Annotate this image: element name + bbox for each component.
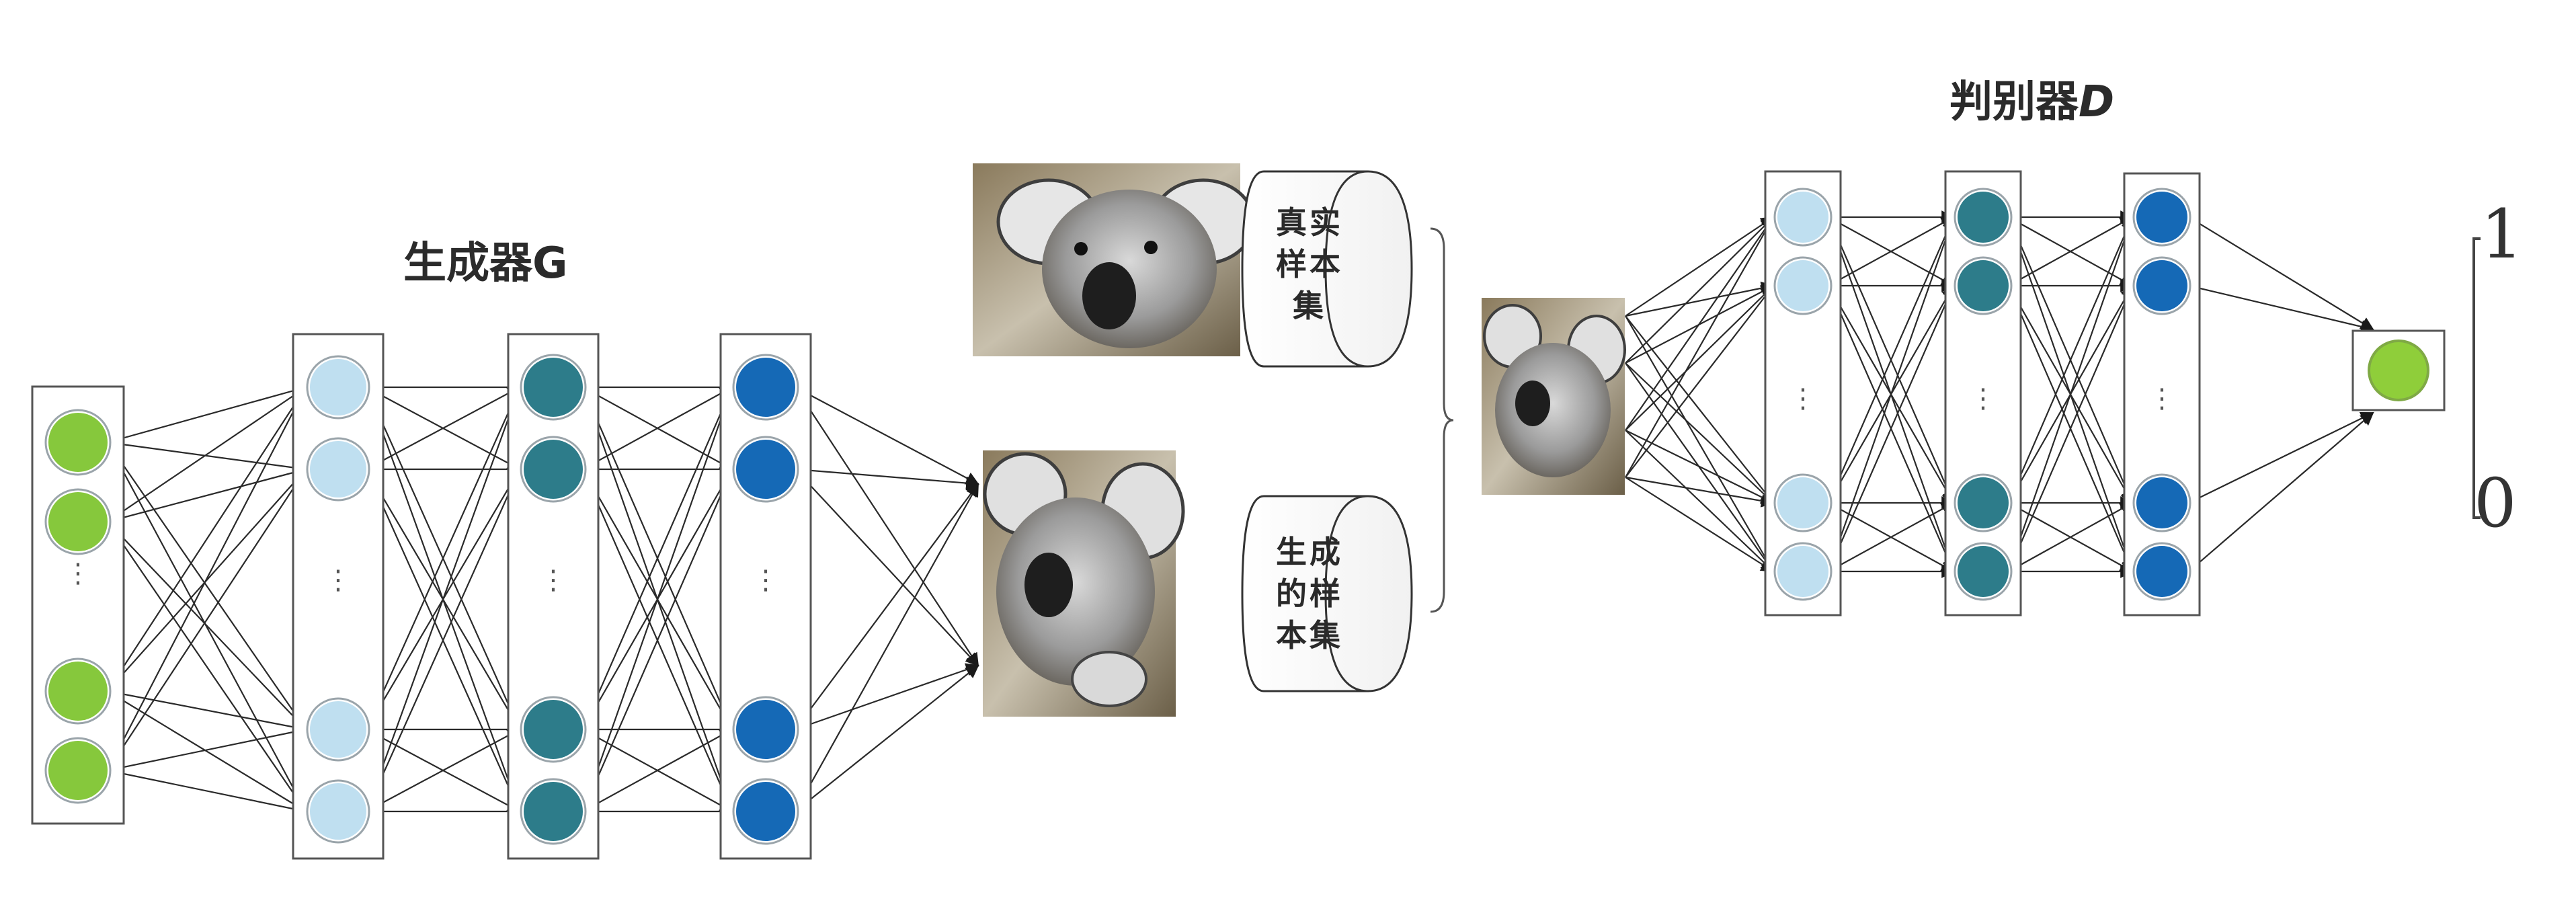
discriminator-layer2-ellipsis: ⋮	[1970, 383, 1997, 414]
discriminator-title: 判别器D	[1949, 67, 2114, 129]
generator-to-image-line	[795, 484, 978, 811]
neuron-node	[48, 492, 108, 551]
neuron-node	[2136, 192, 2187, 243]
koala-photo-sample	[1482, 298, 1625, 495]
neuron-connection	[108, 387, 306, 691]
output-label-fake: 0	[2474, 464, 2517, 543]
neuron-node	[2136, 546, 2187, 597]
koala-photo-real	[973, 163, 1254, 356]
neuron-node	[1777, 477, 1828, 528]
neuron-connection	[108, 442, 306, 729]
neuron-node	[48, 662, 108, 721]
neuron-node	[310, 701, 366, 758]
neuron-node	[1958, 546, 2009, 597]
neuron-node	[310, 359, 366, 415]
neuron-connection	[108, 442, 306, 811]
generator-layer3-ellipsis: ⋮	[752, 565, 779, 596]
neuron-connection	[108, 442, 306, 469]
generator-to-image-line	[795, 666, 978, 811]
neuron-node	[48, 413, 108, 472]
neuron-node	[736, 700, 795, 759]
neuron-connection	[108, 729, 306, 770]
neuron-node	[1958, 192, 2009, 243]
neuron-node	[48, 741, 108, 800]
generator-to-image-line	[795, 484, 978, 729]
neuron-node	[736, 358, 795, 417]
generator-to-image-line	[795, 666, 978, 729]
generator-to-image-line	[795, 387, 978, 484]
database-fake-label: 生成的样本集	[1269, 531, 1350, 656]
discriminator-output-node	[2369, 341, 2428, 400]
image-to-discriminator-line	[1625, 316, 1773, 571]
output-label-real: 1	[2481, 195, 2524, 274]
neuron-node	[1958, 260, 2009, 311]
neuron-node	[1777, 260, 1828, 311]
database-real-label: 真实样本集	[1269, 202, 1350, 327]
discriminator-to-output-line	[2189, 413, 2373, 503]
image-to-discriminator-line	[1625, 217, 1773, 430]
neuron-node	[1777, 192, 1828, 243]
neuron-node	[310, 783, 366, 840]
neuron-node	[736, 440, 795, 499]
generator-to-image-line	[795, 469, 978, 484]
sample-brace	[1431, 229, 1453, 612]
discriminator-to-output-line	[2189, 217, 2373, 329]
neuron-node	[524, 440, 583, 499]
generator-input-ellipsis: ⋮	[65, 558, 91, 589]
discriminator-to-output-line	[2189, 413, 2373, 571]
discriminator-layer3-ellipsis: ⋮	[2148, 383, 2175, 414]
neuron-connection	[108, 691, 306, 729]
neuron-node	[736, 782, 795, 841]
neuron-node	[524, 358, 583, 417]
image-to-discriminator-line	[1625, 217, 1773, 477]
neuron-connection	[108, 522, 306, 811]
neuron-node	[2136, 477, 2187, 528]
generator-layer1-ellipsis: ⋮	[325, 565, 352, 596]
discriminator-title-cn: 判别器	[1949, 77, 2079, 127]
generator-to-image-line	[795, 387, 978, 666]
image-to-discriminator-line	[1625, 430, 1773, 571]
neuron-node	[1958, 477, 2009, 528]
neuron-node	[524, 700, 583, 759]
koala-photo-generated	[983, 450, 1183, 717]
generator-to-image-line	[795, 469, 978, 666]
discriminator-layer1-ellipsis: ⋮	[1789, 383, 1816, 414]
neuron-node	[1777, 546, 1828, 597]
neuron-connection	[108, 522, 306, 729]
generator-title: 生成器G	[403, 229, 568, 290]
neuron-connection	[108, 770, 306, 811]
generator-layer2-ellipsis: ⋮	[540, 565, 567, 596]
discriminator-title-latin: D	[2079, 77, 2114, 127]
discriminator-to-output-line	[2189, 286, 2373, 329]
neuron-node	[310, 441, 366, 497]
neuron-node	[524, 782, 583, 841]
neuron-connection	[108, 691, 306, 811]
image-to-discriminator-line	[1625, 286, 1773, 477]
neuron-connection	[108, 387, 306, 770]
neuron-node	[2136, 260, 2187, 311]
